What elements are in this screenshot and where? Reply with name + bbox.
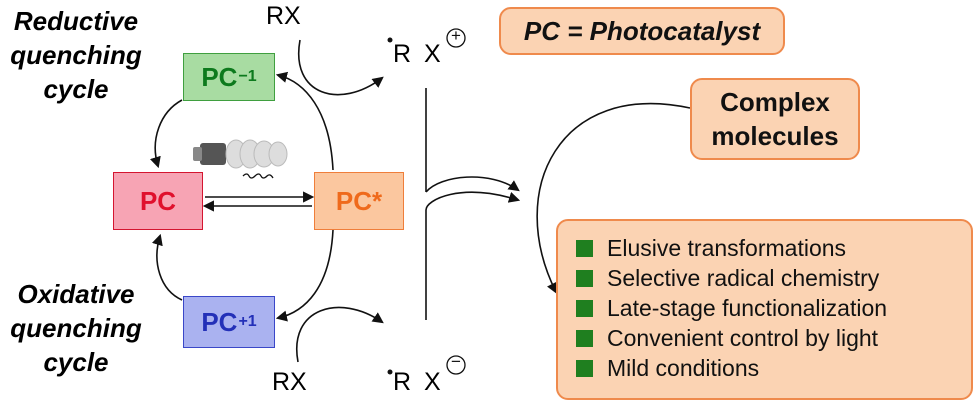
benefit-item: Mild conditions bbox=[576, 353, 971, 383]
radical-top: R bbox=[393, 40, 412, 68]
green-square-icon bbox=[576, 359, 593, 377]
radical-line-top-curve bbox=[425, 176, 520, 193]
green-square-icon bbox=[576, 329, 593, 347]
light-wave bbox=[242, 173, 274, 179]
benefit-item: Selective radical chemistry bbox=[576, 263, 971, 293]
benefit-text: Mild conditions bbox=[607, 355, 760, 381]
green-square-icon bbox=[576, 299, 593, 317]
pc-excited-box: PC* bbox=[314, 172, 404, 230]
rx-top: RX bbox=[266, 2, 301, 30]
pc-label: PC bbox=[139, 185, 177, 216]
arrow-pcstar-to-pcminus bbox=[275, 71, 334, 171]
reductive-line-1: Reductive bbox=[13, 6, 139, 36]
oxidative-line-1: Oxidative bbox=[17, 279, 135, 309]
anion-bottom: X bbox=[424, 368, 441, 396]
definition-text: PC = Photocatalyst bbox=[523, 15, 761, 46]
pc-minus-charge: −1 bbox=[238, 68, 257, 85]
definition-panel: PC = Photocatalyst bbox=[499, 7, 785, 55]
oxidative-cycle-label: Oxidative quenching cycle bbox=[2, 277, 150, 379]
arrow-pcminus-to-pc bbox=[150, 99, 183, 169]
radical-dot-bottom bbox=[387, 369, 393, 375]
charge-bottom: − bbox=[451, 352, 461, 371]
anion-top: X bbox=[424, 40, 441, 68]
pc-excited-label: PC* bbox=[335, 185, 383, 216]
arrow-pcstar-to-pcplus bbox=[275, 229, 334, 322]
complex-panel: Complex molecules bbox=[690, 78, 860, 160]
pc-plus-box: PC+1 bbox=[183, 296, 275, 348]
benefit-item: Convenient control by light bbox=[576, 323, 971, 353]
benefit-text: Late-stage functionalization bbox=[607, 295, 888, 321]
radical-dot-top bbox=[387, 37, 393, 43]
pc-box: PC bbox=[113, 172, 203, 230]
complex-line-1: Complex bbox=[720, 87, 830, 117]
radical-bottom: R bbox=[393, 368, 412, 396]
pc-minus-box: PC−1 bbox=[183, 53, 275, 101]
benefit-text: Selective radical chemistry bbox=[607, 265, 880, 291]
complex-arc bbox=[536, 102, 691, 295]
pc-minus-label: PC bbox=[201, 61, 238, 92]
benefit-text: Elusive transformations bbox=[607, 235, 847, 261]
oxidative-line-3: cycle bbox=[43, 347, 109, 377]
reductive-line-3: cycle bbox=[43, 74, 109, 104]
rx-bottom: RX bbox=[272, 368, 307, 396]
pc-plus-label: PC bbox=[201, 306, 238, 337]
charge-circle-bottom bbox=[446, 355, 466, 375]
green-square-icon bbox=[576, 269, 593, 287]
benefit-item: Elusive transformations bbox=[576, 233, 971, 263]
oxidative-line-2: quenching bbox=[10, 313, 142, 343]
green-square-icon bbox=[576, 239, 593, 257]
charge-top: + bbox=[451, 26, 461, 45]
complex-line-2: molecules bbox=[711, 121, 839, 151]
charge-circle-top bbox=[446, 28, 466, 48]
benefits-panel: Elusive transformations Selective radica… bbox=[556, 219, 973, 400]
reductive-line-2: quenching bbox=[10, 40, 142, 70]
benefit-item: Late-stage functionalization bbox=[576, 293, 971, 323]
radical-line-bottom bbox=[425, 191, 521, 211]
light-bulb-icon bbox=[193, 139, 288, 169]
benefit-text: Convenient control by light bbox=[607, 325, 879, 351]
arrow-rx-to-radical-bottom bbox=[295, 306, 384, 363]
reductive-cycle-label: Reductive quenching cycle bbox=[2, 4, 150, 106]
arrow-rx-to-radical-top bbox=[297, 39, 384, 96]
benefits-list: Elusive transformations Selective radica… bbox=[576, 233, 971, 383]
arrow-pcplus-to-pc bbox=[152, 233, 183, 301]
pc-plus-charge: +1 bbox=[238, 313, 257, 330]
